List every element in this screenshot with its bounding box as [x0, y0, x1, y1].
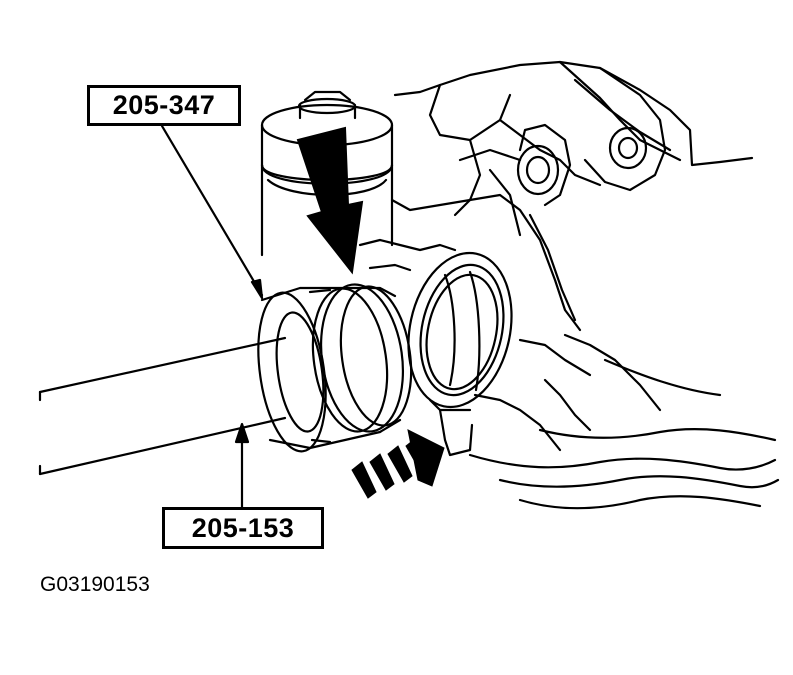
- motion-arrows: [351, 429, 445, 499]
- direction-arrow-large: [296, 126, 364, 275]
- tool-callout-205-153: 205-153: [162, 507, 324, 549]
- seal-ring: [395, 243, 525, 416]
- knuckle-body: [360, 195, 660, 455]
- figure-id: G03190153: [40, 573, 150, 596]
- handle-shaft: [40, 338, 285, 474]
- leader-arrowhead-top: [250, 278, 264, 300]
- control-arm: [395, 62, 752, 215]
- leader-line-top: [162, 126, 262, 295]
- installer-tool: [249, 279, 419, 456]
- tool-callout-205-347: 205-347: [87, 85, 241, 126]
- leader-arrowhead-bottom: [234, 422, 250, 444]
- hub-lines: [470, 360, 778, 508]
